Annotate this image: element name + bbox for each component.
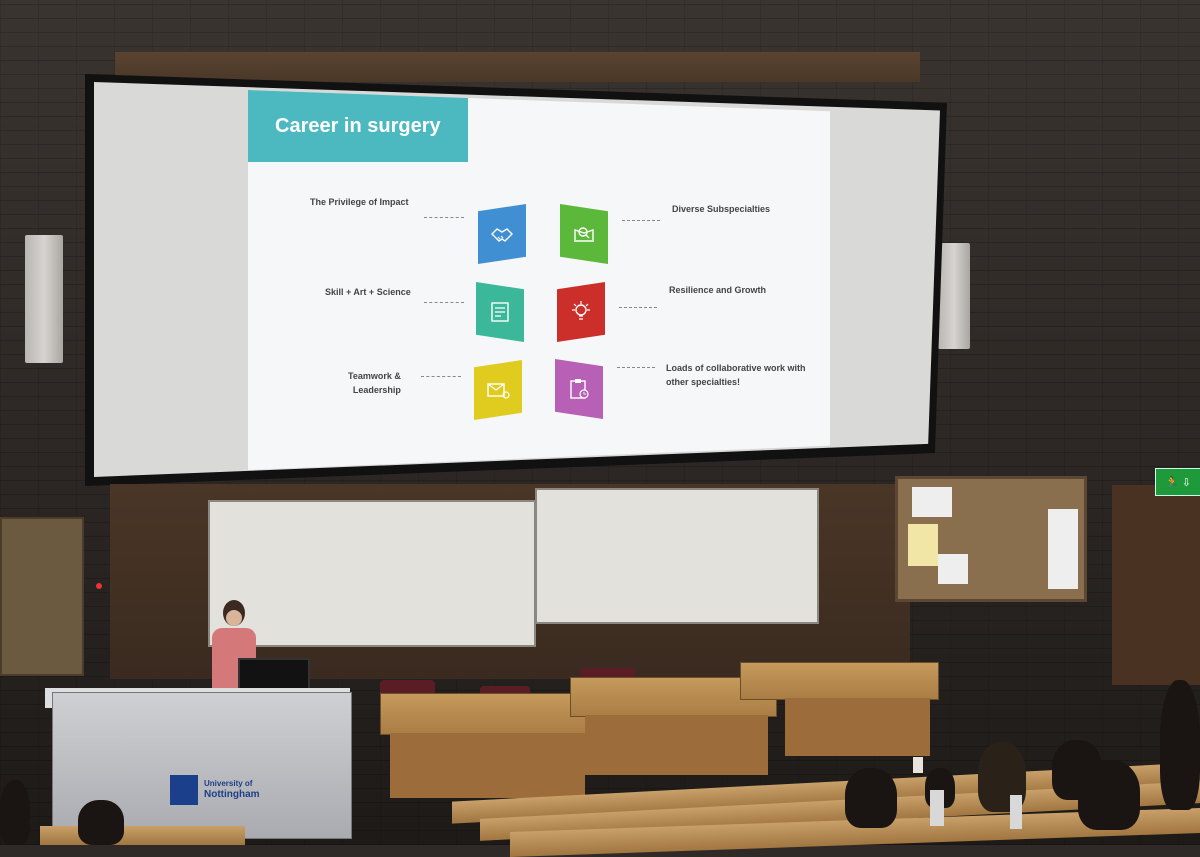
notice-board bbox=[895, 476, 1087, 602]
whiteboard-left bbox=[208, 500, 536, 647]
right-speaker bbox=[938, 243, 970, 349]
logo-line-1: University of bbox=[204, 779, 253, 789]
whiteboard-right bbox=[535, 488, 819, 624]
arrow-right-1 bbox=[622, 220, 660, 221]
item-teamwork-leadership: Teamwork & Leadership bbox=[348, 371, 401, 395]
item-resilience-growth: Resilience and Growth bbox=[669, 285, 767, 295]
wood-trim bbox=[115, 52, 920, 82]
book-search-icon bbox=[574, 227, 594, 242]
tile-book-search bbox=[560, 204, 608, 264]
front-table-1 bbox=[380, 693, 594, 735]
tile-clipboard bbox=[555, 359, 603, 419]
presentation-slide: Career in surgery The Privilege of Impac… bbox=[248, 90, 830, 470]
audience-member bbox=[1078, 760, 1140, 830]
item-diverse-subspecialties: Diverse Subspecialties bbox=[672, 204, 771, 214]
slide-title: Career in surgery bbox=[248, 90, 468, 162]
exit-door bbox=[1112, 485, 1200, 685]
arrow-left-2 bbox=[424, 302, 464, 303]
document-signature-icon bbox=[491, 302, 509, 322]
item-skill-art-science: Skill + Art + Science bbox=[325, 287, 411, 297]
envelope-icon bbox=[487, 383, 510, 399]
tile-handshake bbox=[478, 204, 526, 264]
tile-document bbox=[476, 282, 524, 342]
water-bottle bbox=[1010, 795, 1022, 829]
handshake-icon bbox=[491, 228, 513, 242]
audience-member bbox=[78, 800, 124, 845]
item-privilege-of-impact: The Privilege of Impact bbox=[310, 197, 409, 207]
tile-envelope bbox=[474, 360, 522, 420]
item-collaborative-work: Loads of collaborative work with other s… bbox=[666, 363, 806, 387]
arrow-left-1 bbox=[424, 217, 464, 218]
audience-member bbox=[0, 780, 30, 845]
left-notice-board bbox=[0, 517, 84, 676]
shield-icon bbox=[170, 775, 198, 805]
arrow-left-3 bbox=[421, 376, 461, 377]
lightbulb-icon bbox=[572, 301, 590, 320]
left-speaker bbox=[25, 235, 63, 363]
water-bottle bbox=[930, 790, 944, 826]
cup bbox=[913, 757, 923, 773]
exit-sign: 🏃 ⇩ bbox=[1155, 468, 1200, 496]
table-3-front bbox=[785, 698, 930, 756]
table-1-front bbox=[390, 733, 585, 798]
arrow-right-3 bbox=[617, 367, 655, 368]
table-2-front bbox=[585, 715, 768, 775]
arrow-right-2 bbox=[619, 307, 657, 308]
audience-member bbox=[845, 768, 897, 828]
tile-lightbulb bbox=[557, 282, 605, 342]
logo-line-2: Nottingham bbox=[204, 788, 260, 800]
indicator-light bbox=[96, 583, 102, 589]
audience-member bbox=[1160, 680, 1200, 810]
university-logo: University of Nottingham bbox=[170, 772, 260, 808]
clipboard-clock-icon bbox=[570, 379, 589, 399]
seating-tier-left bbox=[40, 826, 245, 845]
front-table-3 bbox=[740, 662, 939, 700]
